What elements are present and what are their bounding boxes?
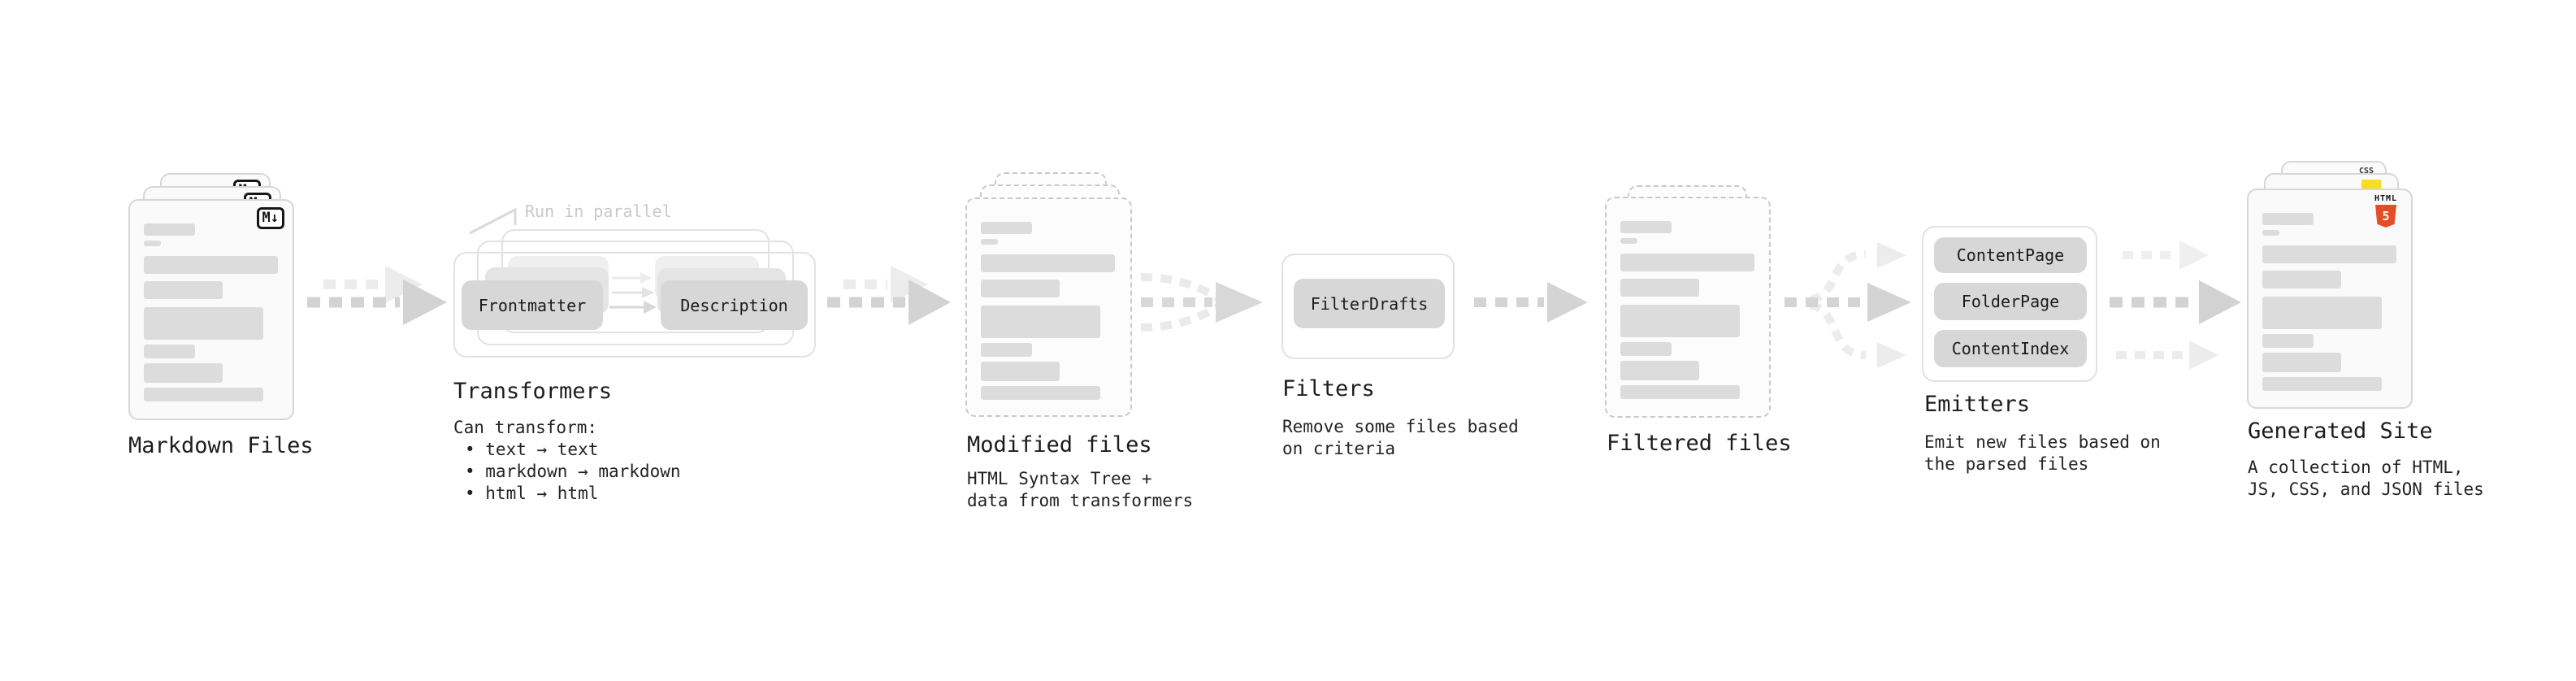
arrow-frontmatter-to-description [609,272,657,314]
generated-description-line1: A collection of HTML, [2248,458,2464,477]
filters-panel [1281,254,1455,359]
stage-title-filtered-files: Filtered files [1607,431,1792,456]
content-page-box: ContentPage [1934,237,2087,273]
content-index-box: ContentIndex [1934,330,2087,367]
arrow-markdown-to-transformers [307,266,447,325]
markdown-icon: M↓ [256,207,284,229]
placeholder-text-bars [1620,221,1754,399]
stage-title-markdown-files: Markdown Files [128,433,314,458]
arrow-filtered-to-emitters [1785,242,1911,368]
stage-title-generated-site: Generated Site [2248,419,2433,444]
filters-description-line1: Remove some files based [1282,417,1519,436]
modified-description-line2: data from transformers [967,491,1194,510]
stage-title-transformers: Transformers [453,379,613,404]
run-in-parallel-annotation: Run in parallel [525,202,672,221]
filter-drafts-box: FilterDrafts [1294,279,1445,328]
folder-page-box: FolderPage [1934,283,2087,320]
transformers-bullet: • text → text [465,440,599,459]
file-card-dashed [965,197,1132,417]
frontmatter-box: Frontmatter [462,280,603,330]
annotation-connector-line [469,207,517,235]
file-card: M↓ [128,199,294,420]
stage-title-emitters: Emitters [1924,392,2031,417]
html5-number: 5 [2382,208,2390,223]
stage-title-modified-files: Modified files [967,432,1152,458]
transformer-panel-front [453,252,816,358]
transformers-description: Can transform: [453,418,598,437]
placeholder-text-bars [981,222,1115,400]
emitters-panel [1922,226,2097,382]
transformers-bullet: • markdown → markdown [465,462,681,481]
html5-shield: 5 [2375,205,2396,228]
arrow-modified-to-filters [1140,273,1263,332]
html5-wordmark: HTML [2374,194,2398,203]
html5-icon: HTML 5 [2367,195,2405,228]
emitters-description-line2: the parsed files [1924,454,2089,474]
generated-description-line2: JS, CSS, and JSON files [2248,479,2484,499]
file-card: HTML 5 [2247,189,2413,409]
filters-description-line2: on criteria [1282,439,1396,458]
modified-description-line1: HTML Syntax Tree + [967,469,1152,488]
arrow-transformers-to-modified [827,266,951,325]
description-box: Description [661,280,808,330]
placeholder-text-bars [2262,213,2396,391]
arrow-filters-to-filtered [1474,282,1588,323]
emitters-description-line1: Emit new files based on [1924,432,2161,452]
stage-title-filters: Filters [1282,376,1375,401]
transformers-bullet: • html → html [465,484,599,503]
arrow-emitters-to-generated [2110,241,2241,370]
file-card-dashed [1605,197,1771,418]
placeholder-text-bars [144,223,278,401]
